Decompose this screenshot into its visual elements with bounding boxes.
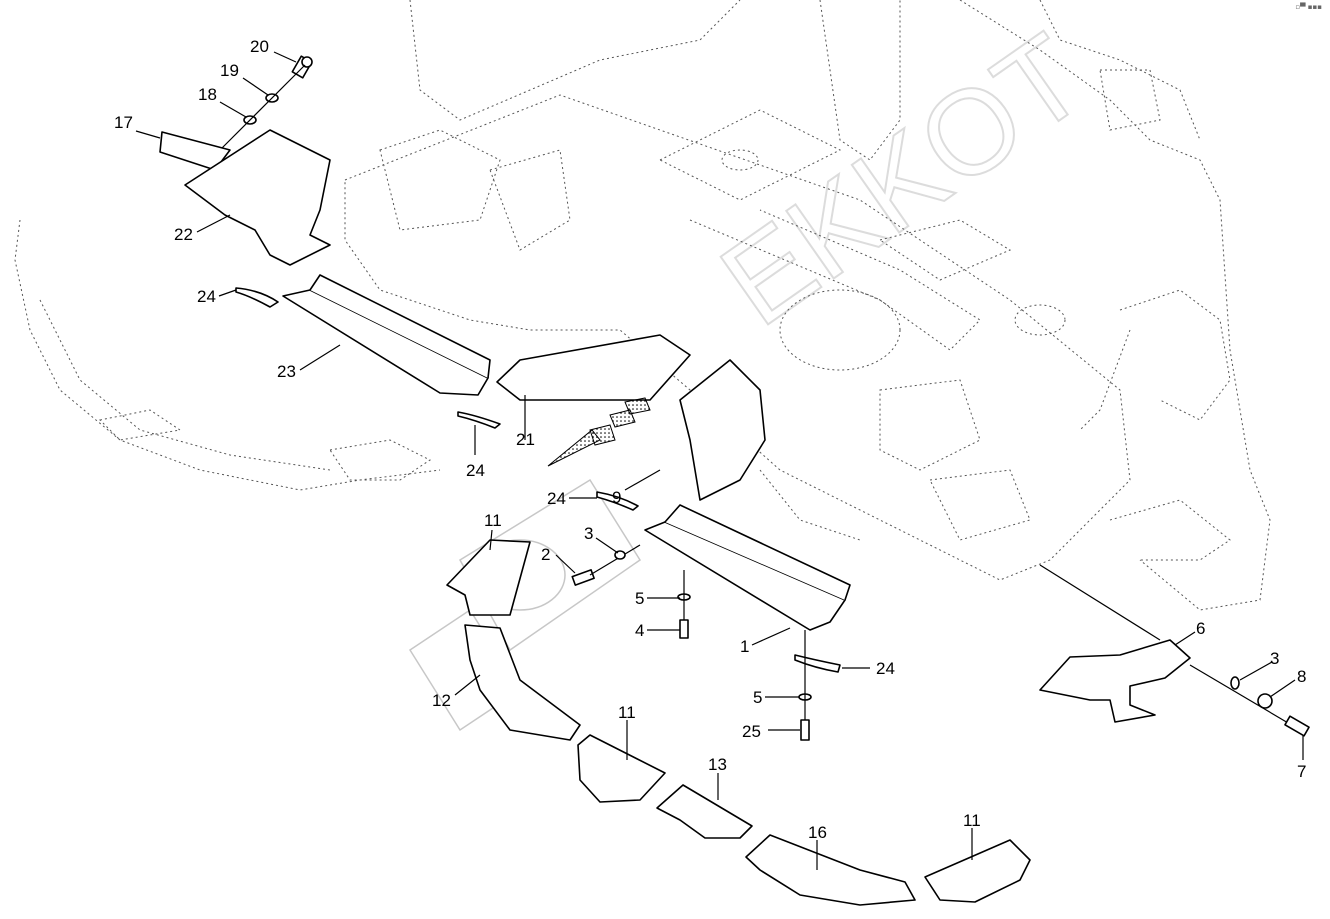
part-1-channel[interactable] xyxy=(644,521,846,631)
callout-7: 7 xyxy=(1297,762,1306,781)
part-22-shield[interactable] xyxy=(184,129,331,266)
callout-5: 5 xyxy=(753,688,762,707)
callout-11: 11 xyxy=(484,511,502,530)
callout-5: 5 xyxy=(635,589,644,608)
chassis-frame xyxy=(14,0,1271,611)
part-24-clip-4[interactable] xyxy=(794,654,841,673)
callout-19: 19 xyxy=(220,61,239,80)
callout-24: 24 xyxy=(197,287,216,306)
part-23-channel[interactable] xyxy=(282,289,489,396)
part-4-bolt[interactable] xyxy=(679,619,689,639)
callout-21: 21 xyxy=(516,430,535,449)
callout-18: 18 xyxy=(198,85,217,104)
callout-20: 20 xyxy=(250,37,269,56)
part-25-bolt[interactable] xyxy=(800,719,810,741)
callout-12: 12 xyxy=(432,691,451,710)
part-13-skid[interactable] xyxy=(656,784,753,839)
callout-17: 17 xyxy=(114,113,133,132)
callout-16: 16 xyxy=(808,823,827,842)
part-16-skid[interactable] xyxy=(745,834,916,906)
callout-13: 13 xyxy=(708,755,727,774)
part-8-nut[interactable] xyxy=(1257,693,1273,709)
callout-2: 2 xyxy=(541,545,550,564)
part-21-plate[interactable] xyxy=(496,334,691,401)
part-24-clip-2[interactable] xyxy=(457,411,501,429)
part-12-skid[interactable] xyxy=(464,624,581,741)
part-6-plate[interactable] xyxy=(1039,639,1191,723)
callout-11: 11 xyxy=(618,703,636,722)
callout-1: 1 xyxy=(740,637,749,656)
callout-23: 23 xyxy=(277,362,296,381)
callout-25: 25 xyxy=(742,722,761,741)
callout-4: 4 xyxy=(635,621,644,640)
part-24-clip[interactable] xyxy=(235,287,279,308)
part-7-bolt[interactable] xyxy=(1284,715,1310,737)
callout-3: 3 xyxy=(584,524,593,543)
callout-6: 6 xyxy=(1196,619,1205,638)
part-3-washer-2[interactable] xyxy=(1230,676,1240,690)
watermark-text: EKKOT xyxy=(698,8,1108,351)
part-11-guard-2[interactable] xyxy=(577,734,666,803)
callout-24: 24 xyxy=(876,659,895,678)
part-2-bolt[interactable] xyxy=(571,569,595,586)
callout-8: 8 xyxy=(1297,667,1306,686)
callout-22: 22 xyxy=(174,225,193,244)
leader-lines xyxy=(135,51,1304,870)
callout-11: 11 xyxy=(963,811,981,830)
corner-mark: ▫▀ ▪▪▪ xyxy=(1295,3,1322,11)
part-9-shield[interactable] xyxy=(679,359,766,501)
callout-3: 3 xyxy=(1270,649,1279,668)
part-11-guard[interactable] xyxy=(446,539,531,616)
callout-24: 24 xyxy=(547,489,566,508)
callouts: 20 19 18 17 22 24 23 21 24 9 24 11 3 2 5… xyxy=(114,37,1306,842)
callout-9: 9 xyxy=(612,488,621,507)
part-11-guard-3[interactable] xyxy=(924,839,1031,903)
callout-24: 24 xyxy=(466,461,485,480)
part-24-clip-3[interactable] xyxy=(596,491,639,511)
